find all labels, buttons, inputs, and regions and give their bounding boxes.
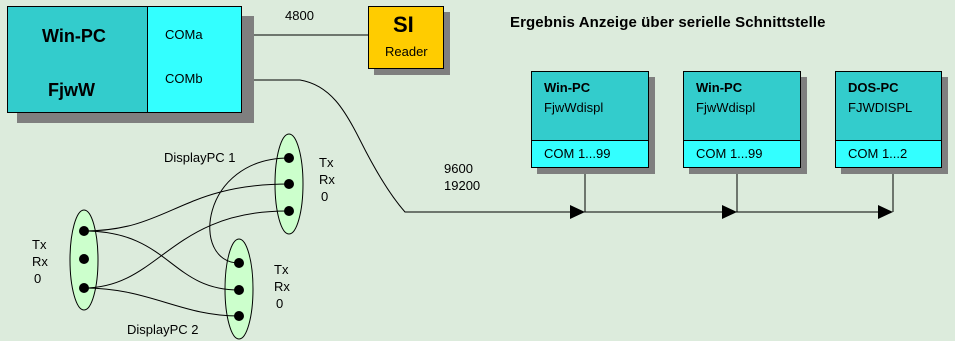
pin-label-tx: Tx — [319, 155, 334, 170]
pin — [79, 254, 89, 264]
display-1-program: FjwWdispl — [544, 100, 604, 115]
display-1-ports — [531, 140, 649, 168]
display-3-ports-label: COM 1...2 — [848, 146, 908, 161]
comb-cable — [240, 79, 880, 213]
main-pc-name: Win-PC — [42, 26, 106, 46]
pin-label-rx: Rx — [274, 279, 290, 294]
arrow-1 — [570, 205, 585, 219]
display-2-program: FjwWdispl — [696, 100, 756, 115]
pin-label-rx: Rx — [32, 254, 48, 269]
diagram-title: Ergebnis Anzeige über serielle Schnittst… — [510, 14, 826, 31]
port-comb-label: COMb — [165, 71, 203, 86]
display-3-program: FJWDISPL — [848, 100, 913, 115]
main-pc-left — [7, 6, 148, 113]
display-2-name: Win-PC — [696, 80, 743, 95]
main-pc-program: FjwW — [48, 80, 95, 100]
displaypc2-label: DisplayPC 2 — [127, 322, 199, 337]
wire — [83, 183, 290, 232]
wire — [209, 157, 290, 264]
baud-rate: 9600 — [444, 161, 473, 176]
pin-label-tx: Tx — [274, 262, 289, 277]
display-3-ports — [835, 140, 942, 168]
pin-label-0: 0 — [34, 271, 42, 286]
display-3-name: DOS-PC — [848, 80, 899, 95]
pin-label-rx: Rx — [319, 172, 335, 187]
display-1-ports-label: COM 1...99 — [544, 146, 611, 161]
wire — [83, 210, 290, 289]
arrow-3 — [878, 205, 893, 219]
wire — [83, 287, 240, 317]
si-reader — [368, 6, 444, 69]
wire — [83, 230, 240, 291]
baud-rate: 19200 — [444, 178, 481, 193]
arrow-2 — [722, 205, 737, 219]
reader-name: SI — [393, 12, 414, 37]
displaypc1-label: DisplayPC 1 — [164, 150, 236, 165]
display-2-ports-label: COM 1...99 — [696, 146, 763, 161]
main-pc-ports — [147, 6, 242, 113]
reader-sub: Reader — [385, 44, 428, 59]
display-2-ports — [683, 140, 801, 168]
reader-baud: 4800 — [285, 8, 314, 23]
port-coma-label: COMa — [165, 27, 203, 42]
pin-label-0: 0 — [321, 189, 329, 204]
display-3-top — [835, 71, 942, 141]
pin-label-0: 0 — [276, 296, 284, 311]
pin-label-tx: Tx — [32, 237, 47, 252]
display-1-top — [531, 71, 649, 141]
display-1-name: Win-PC — [544, 80, 591, 95]
